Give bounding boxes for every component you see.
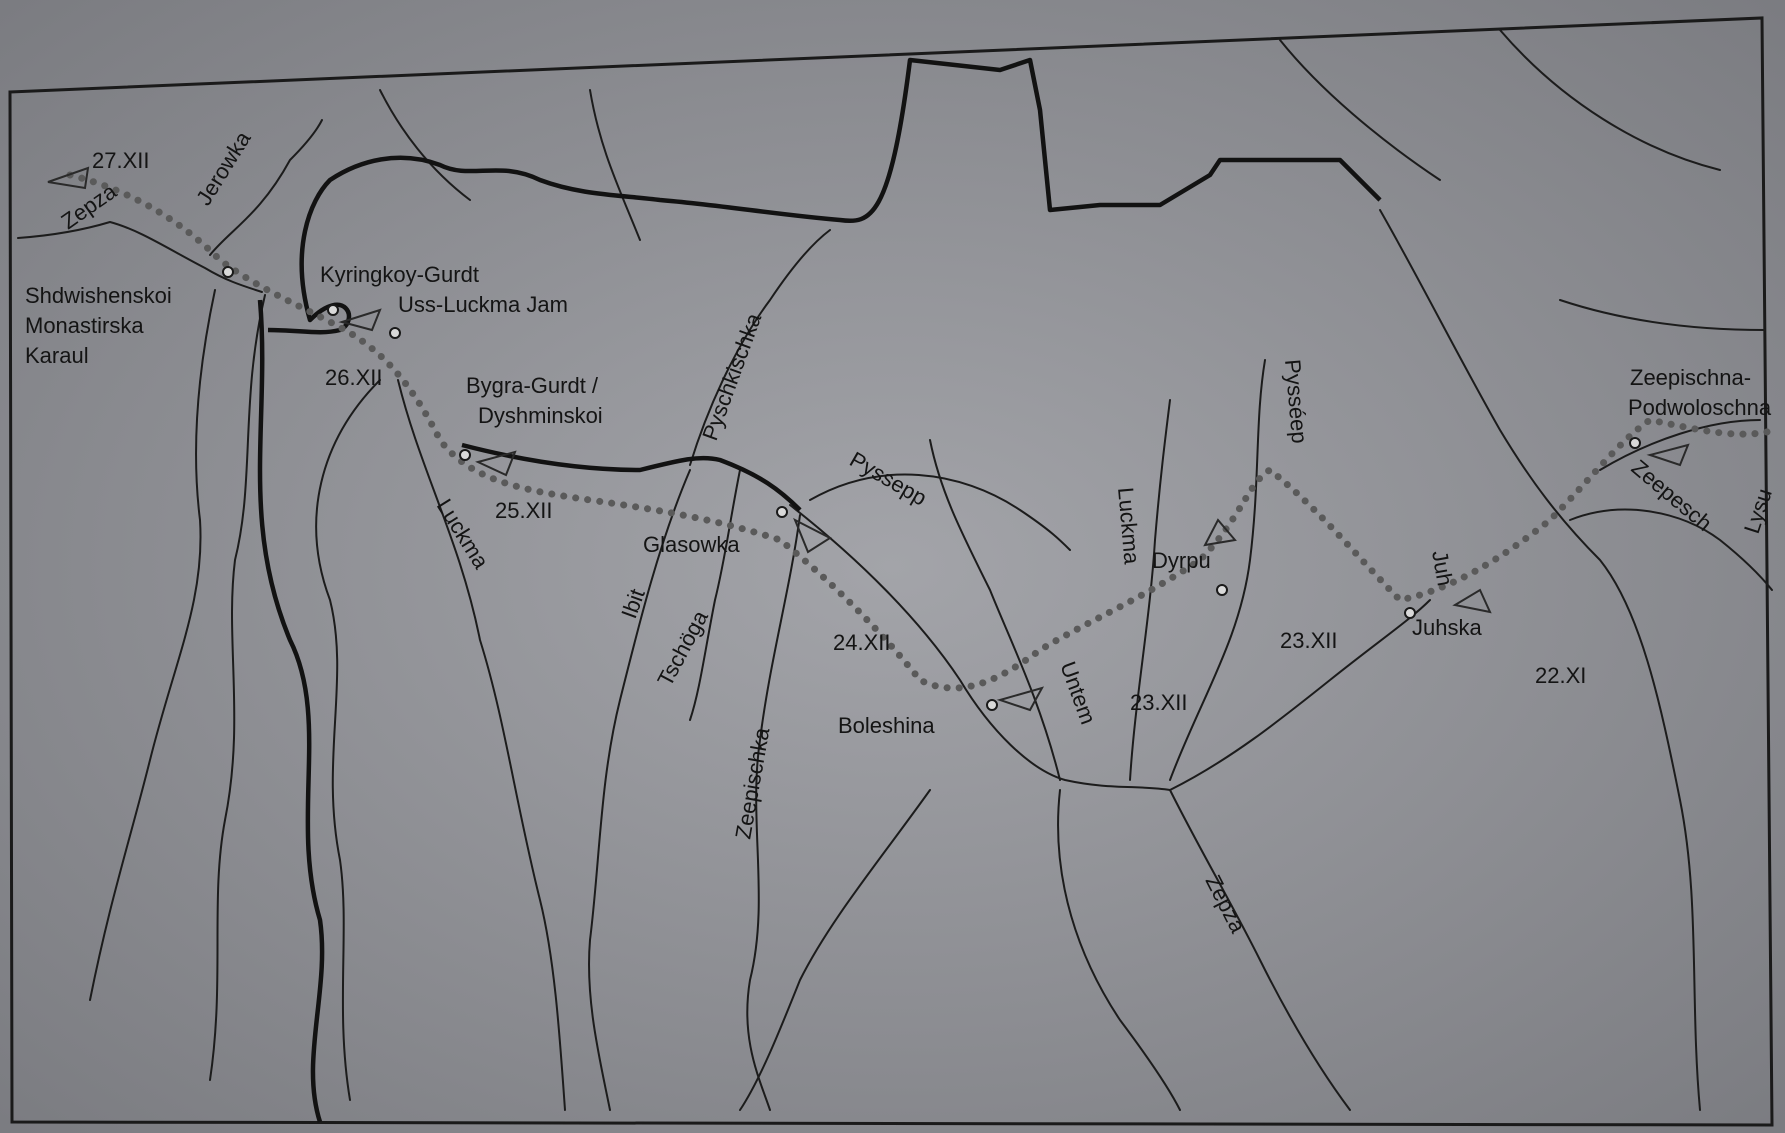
river-west-trunk xyxy=(89,289,216,1001)
label-date: 23.XII xyxy=(1280,628,1337,653)
river-pyssepp xyxy=(809,473,1071,551)
river-pyschkischka xyxy=(689,229,831,466)
river-zepza-east xyxy=(1379,209,1701,1111)
label-dyrpu: Dyrpu xyxy=(1152,548,1211,573)
settlement-icon xyxy=(389,327,401,339)
river-network xyxy=(17,29,1773,1111)
settlement-icon xyxy=(1216,584,1228,596)
label-glasowka: Glasowka xyxy=(643,532,740,557)
river-pysseep xyxy=(1169,359,1266,781)
river-south-b xyxy=(1057,789,1181,1111)
date-labels: 27.XII 26.XII 25.XII 24.XII 23.XII 23.XI… xyxy=(92,148,1586,715)
camp-icon xyxy=(793,517,833,554)
river-untem xyxy=(929,439,1061,781)
camp-icon xyxy=(475,450,517,477)
river-juh xyxy=(1169,599,1431,791)
river-zeepischka xyxy=(746,514,801,1111)
label-date: 24.XII xyxy=(833,630,890,655)
settlement-icon xyxy=(776,506,788,518)
settlement-icon xyxy=(986,699,998,711)
camp-icon xyxy=(1646,443,1690,467)
river-main-lower xyxy=(789,504,1171,791)
label-boleshina: Boleshina xyxy=(838,713,935,738)
label-kyringkoy: Kyringkoy-Gurdt xyxy=(320,262,479,287)
label-date: 25.XII xyxy=(495,498,552,523)
river-tschoga xyxy=(689,469,741,721)
label-uss-luckma: Uss-Luckma Jam xyxy=(398,292,568,317)
river-north-a xyxy=(589,89,641,241)
label-date: 22.XI xyxy=(1535,663,1586,688)
camp-icon xyxy=(996,686,1045,712)
river-ibit xyxy=(588,469,691,1111)
settlement-icon xyxy=(1629,437,1641,449)
camp-markers xyxy=(47,166,1690,712)
settlement-icon xyxy=(459,449,471,461)
map-frame xyxy=(8,16,1774,1127)
river-north-d xyxy=(1499,29,1721,171)
label-date: 26.XII xyxy=(325,365,382,390)
river-zeepesch xyxy=(1569,508,1773,591)
river-lysu xyxy=(1599,419,1761,471)
river-jerowka xyxy=(209,119,323,256)
settlement-markers xyxy=(222,266,1641,711)
settlement-icon xyxy=(222,266,234,278)
camp-icon xyxy=(1203,518,1237,547)
label-podwoloschna: Podwoloschna xyxy=(1628,395,1772,420)
label-karaul: Karaul xyxy=(25,343,89,368)
label-shdwishenskoi: Shdwishenskoi xyxy=(25,283,172,308)
river-south-a xyxy=(739,789,931,1111)
river-luckma-branch xyxy=(315,379,381,1101)
settlement-icon xyxy=(327,304,339,316)
river-luckma-east xyxy=(1129,399,1171,781)
river-luckma xyxy=(397,379,566,1111)
river-zepza-west xyxy=(17,221,263,293)
label-bygra: Bygra-Gurdt / xyxy=(466,373,599,398)
border-south xyxy=(257,299,325,1123)
label-dyshminskoi: Dyshminskoi xyxy=(478,403,603,428)
camp-icon xyxy=(1452,588,1492,614)
border-river-main xyxy=(461,442,802,512)
label-river-juh: Juh xyxy=(1427,549,1458,588)
label-date: 27.XII xyxy=(92,148,149,173)
river-north-b xyxy=(379,89,471,201)
label-date: 23.XII xyxy=(1130,690,1187,715)
place-labels: Shdwishenskoi Monastirska Karaul Kyringk… xyxy=(25,262,1772,738)
settlement-icon xyxy=(1404,607,1416,619)
river-west-branch xyxy=(209,294,266,1081)
expedition-route xyxy=(66,171,1779,692)
river-zepza-south xyxy=(1169,789,1351,1111)
label-juhska: Juhska xyxy=(1412,615,1482,640)
river-north-c xyxy=(1279,39,1441,181)
river-east-e xyxy=(1559,299,1766,331)
label-zeepischna: Zeepischna- xyxy=(1630,365,1751,390)
label-monastirska: Monastirska xyxy=(25,313,144,338)
camp-icon xyxy=(47,166,90,190)
camp-icon xyxy=(338,308,382,332)
